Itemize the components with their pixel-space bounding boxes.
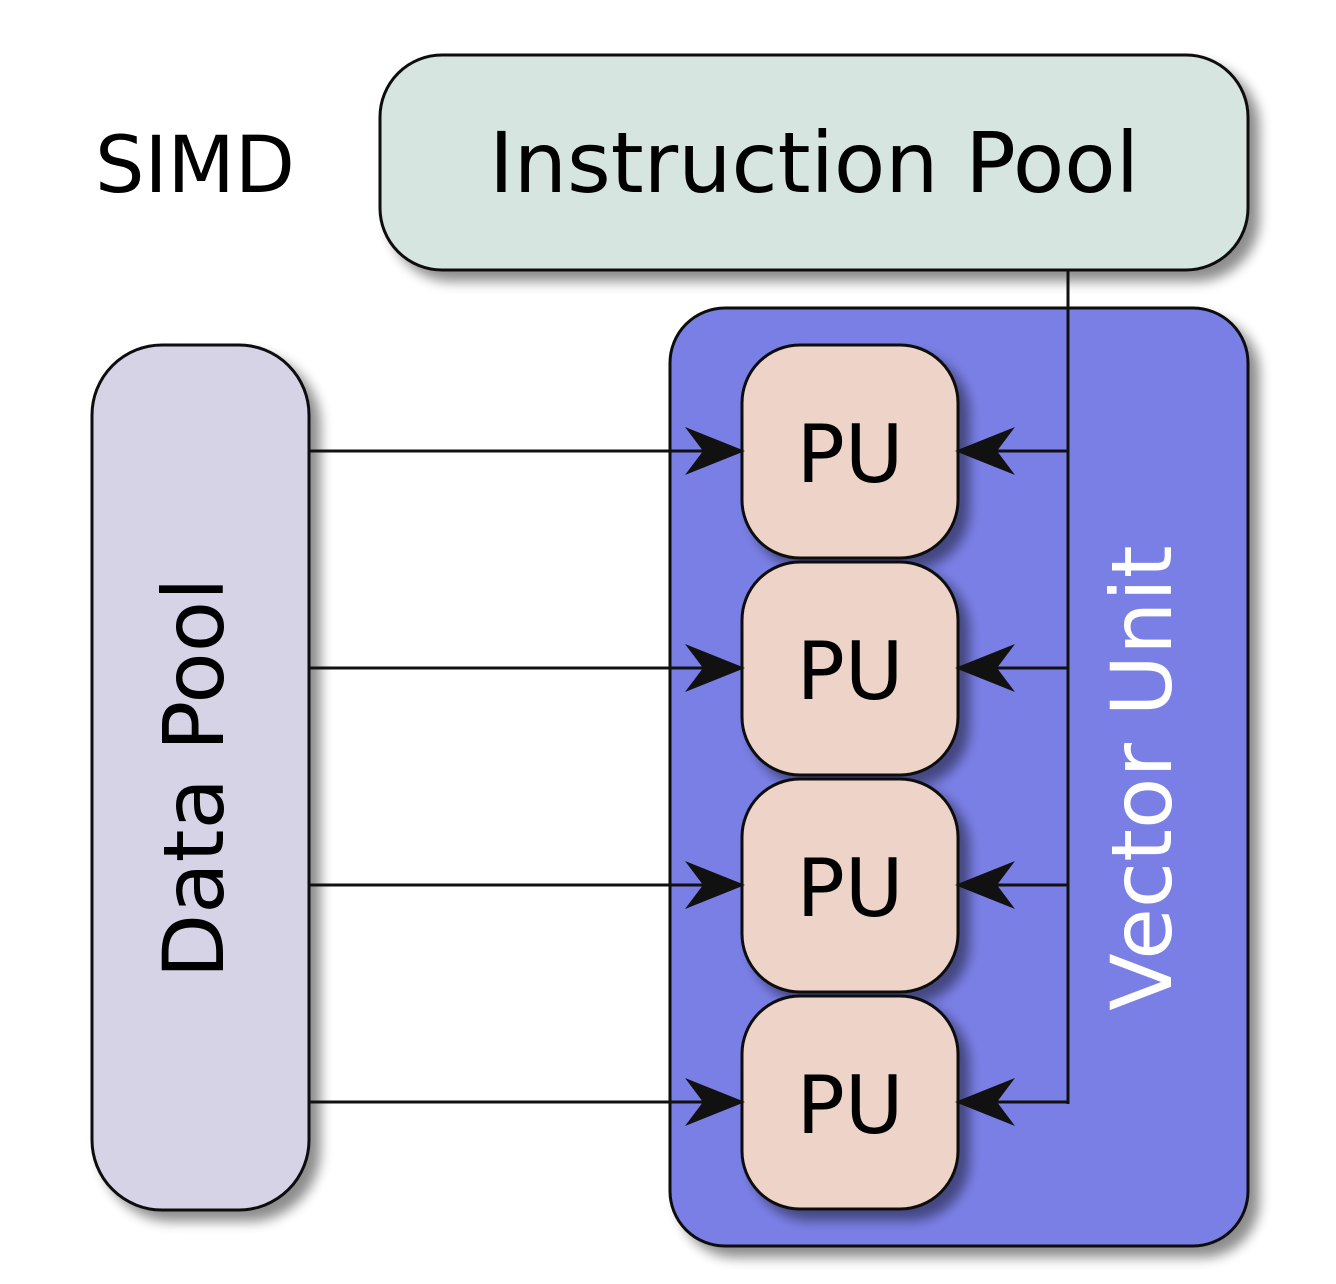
pu-0: PU (740, 343, 960, 560)
instruction-arrows (955, 427, 1068, 1126)
instruction-pool-box (378, 53, 1250, 272)
data-pool-label: Data Pool (145, 577, 243, 978)
pu-1: PU (740, 560, 960, 777)
instruction-pool: Instruction Pool (378, 53, 1250, 272)
data-pool: Data Pool (90, 343, 311, 1212)
data-pool-box (90, 343, 311, 1212)
diagram-title: SIMD (95, 121, 295, 211)
data-arrows (309, 427, 745, 1126)
vector-unit-label: Vector Unit (1093, 545, 1191, 1010)
pu-label: PU (797, 842, 904, 935)
pu-label: PU (797, 1059, 904, 1152)
pu-3: PU (740, 994, 960, 1211)
pu-2: PU (740, 777, 960, 994)
instruction-pool-label: Instruction Pool (489, 114, 1139, 212)
pu-label: PU (797, 408, 904, 501)
pu-label: PU (797, 625, 904, 718)
